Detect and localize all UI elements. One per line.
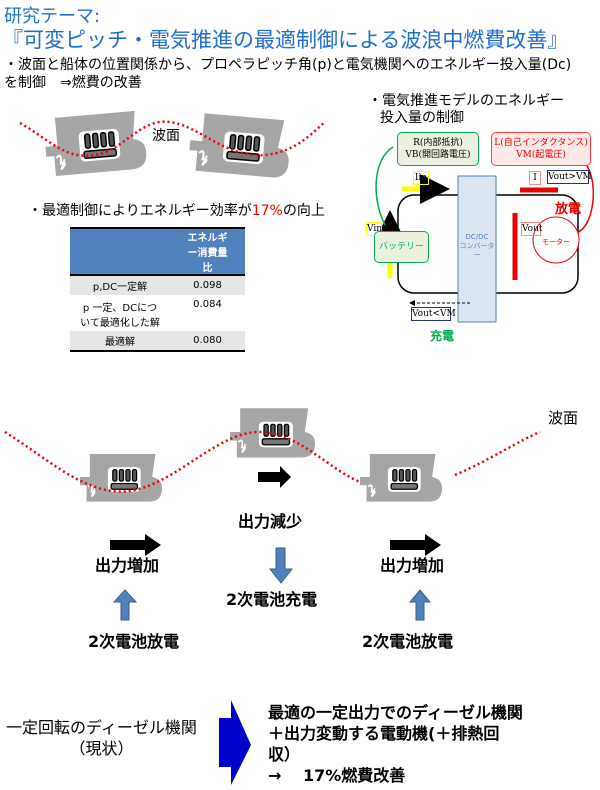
row-label: p 一定、DCについて最適化した解	[80, 303, 160, 329]
right-arrow-icon	[110, 534, 161, 556]
battery-link	[375, 146, 394, 226]
converter-line: DC/DC	[465, 233, 489, 241]
efficiency-highlight: 17%	[251, 203, 283, 219]
step-action: 出力増加	[380, 556, 445, 575]
circuit-title-line: 投入量の制御	[380, 110, 464, 126]
circuit-title-line: ・電気推進モデルのエネルギー	[368, 93, 564, 109]
page-title: 『可変ピッチ・電気推進の最適制御による波浪中燃費改善』	[2, 28, 569, 52]
vout-lt-label: Vout<VM	[411, 307, 456, 321]
iin-label: Iin	[413, 171, 429, 185]
proposed-line: 収）	[268, 745, 301, 764]
intro-line: を制御 ⇒燃費の改善	[4, 75, 142, 91]
right-arrow-icon	[390, 534, 441, 556]
step-battery: 2次電池放電	[88, 632, 180, 651]
up-arrow-icon	[408, 589, 432, 621]
motor-label: モーター	[542, 238, 570, 246]
table-row: p,DC一定解 0.098	[70, 275, 245, 295]
proposed-system: 最適の一定出力でのディーゼル機関 ＋出力変動する電動機(＋排熱回 収） → 17…	[268, 702, 523, 786]
wave-line	[4, 430, 541, 493]
battery-param: R(内部抵抗)	[413, 138, 463, 148]
motor-params-box: L(自己インダクタンス) VM(起電圧)	[491, 132, 591, 166]
wave-label: 波面	[548, 409, 579, 427]
right-arrow-icon	[258, 466, 291, 488]
charge-label: 充電	[430, 329, 455, 343]
row-label: p,DC一定解	[92, 282, 148, 293]
intro-text: ・波面と船体の位置関係から、プロペラピッチ角(p)と電気機関へのエネルギー投入量…	[4, 56, 571, 92]
step-battery: 2次電池放電	[362, 632, 454, 651]
row-value: 0.098	[193, 280, 222, 291]
step-action: 出力増加	[95, 556, 160, 575]
ship-icon	[42, 109, 148, 178]
wave-label: 波面	[152, 128, 180, 144]
proposed-line: 最適の一定出力でのディーゼル機関	[268, 703, 523, 722]
ship-icon	[230, 407, 315, 459]
motor-param: VM(起電圧)	[516, 150, 566, 160]
i-label: I	[529, 171, 541, 185]
row-value: 0.080	[193, 335, 222, 346]
step-battery: 2次電池充電	[226, 590, 318, 609]
proposed-line: → 17%燃費改善	[268, 766, 406, 785]
step-action: 出力減少	[238, 512, 303, 531]
converter-line: コンバーター	[459, 242, 495, 259]
current-line: （現状）	[69, 739, 134, 758]
energy-table: エネルギー消費量比 p,DC一定解 0.098 p 一定、DCについて最適化した…	[70, 227, 245, 352]
vout-gt-label: Vout>VM	[547, 170, 592, 184]
battery-param: VB(開回路電圧)	[405, 150, 471, 160]
efficiency-text: ・最適制御によりエネルギー効率が17%の向上	[28, 200, 325, 220]
row-label: 最適解	[105, 337, 135, 348]
down-arrow-icon	[268, 547, 294, 584]
table-header-cell	[70, 228, 170, 275]
title-label: 研究テーマ:	[4, 6, 101, 27]
battery-params-box: R(内部抵抗) VB(開回路電圧)	[397, 132, 479, 166]
table-row: 最適解 0.080	[70, 331, 245, 351]
up-arrow-icon	[112, 589, 138, 621]
discharge-label: 放電	[555, 202, 582, 217]
ship-icon	[80, 453, 162, 503]
current-line: 一定回転のディーゼル機関	[6, 718, 197, 737]
motor-param: L(自己インダクタンス)	[494, 138, 588, 148]
efficiency-prefix: ・最適制御によりエネルギー効率が	[28, 203, 252, 219]
motor-circle	[532, 216, 580, 264]
battery-box: バッテリー	[374, 231, 429, 263]
ship-icon	[360, 453, 442, 503]
table-row: p 一定、DCについて最適化した解 0.084	[70, 295, 245, 331]
vout-label: Vout	[521, 222, 543, 236]
ship-icon	[187, 111, 293, 180]
current-system: 一定回転のディーゼル機関 （現状）	[6, 717, 197, 759]
table-header-cell: エネルギー消費量比	[187, 233, 228, 274]
efficiency-suffix: の向上	[282, 203, 325, 219]
row-value: 0.084	[193, 299, 222, 310]
dc-dc-converter	[457, 175, 497, 323]
proposed-line: ＋出力変動する電動機(＋排熱回	[268, 724, 500, 743]
circuit-title: ・電気推進モデルのエネルギー 投入量の制御	[368, 93, 564, 127]
big-right-arrow-icon	[219, 700, 251, 785]
intro-line: ・波面と船体の位置関係から、プロペラピッチ角(p)と電気機関へのエネルギー投入量…	[4, 57, 572, 73]
